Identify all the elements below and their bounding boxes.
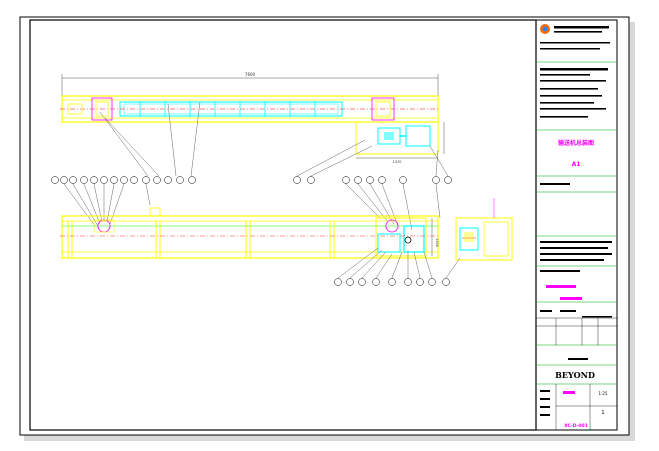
bottom-leaders (337, 247, 461, 279)
height-dim: 1300 (435, 238, 439, 247)
overall-length-dim: 7600 (245, 72, 256, 77)
end-view (455, 198, 513, 261)
plan-view: 7600 1470 (60, 72, 445, 164)
drawing-type: A1 (572, 161, 581, 168)
balloons-bottom (334, 278, 450, 286)
side-leaders (63, 183, 441, 231)
drive-width-dim: 1470 (393, 160, 402, 164)
sheet-number: 1 (601, 410, 604, 416)
title-block: 输送机总装图 A1 BEYOND 1:25 1 XC-D-001 (535, 19, 618, 431)
plan-leaders (99, 101, 449, 177)
scale: 1:25 (599, 391, 608, 396)
balloons-top (51, 176, 452, 184)
elevation-view: 1300 (60, 207, 440, 259)
drawing-number: XC-D-001 (564, 423, 588, 429)
brand-name: BEYOND (555, 370, 595, 380)
project-title: 输送机总装图 (558, 139, 594, 147)
